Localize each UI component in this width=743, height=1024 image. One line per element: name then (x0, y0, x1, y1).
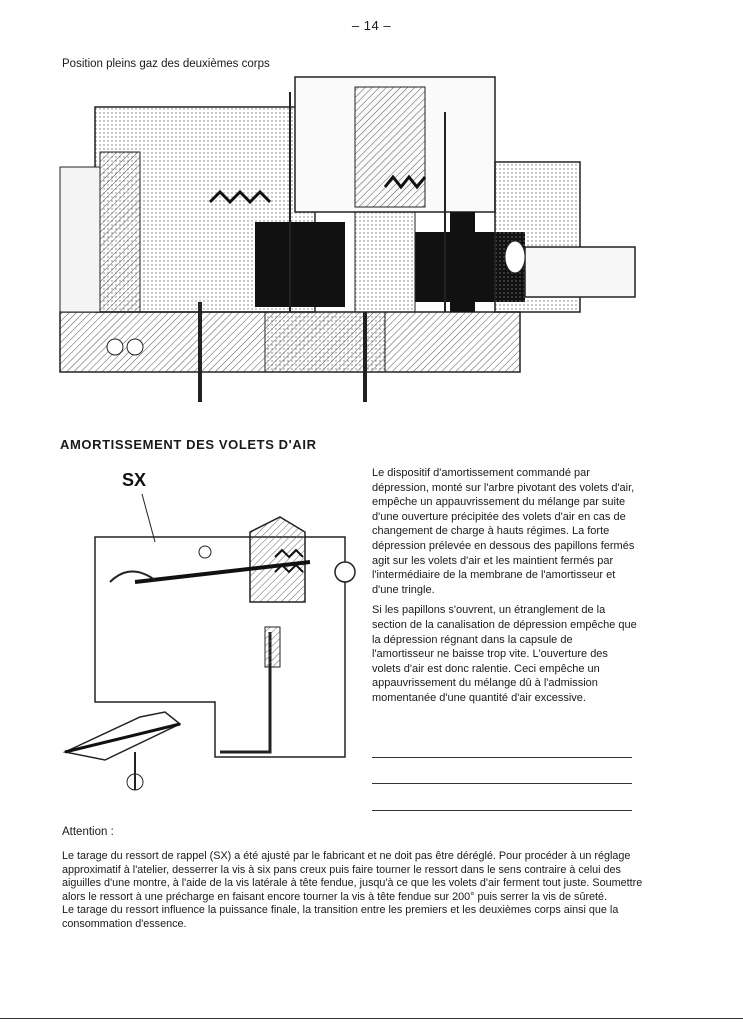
damper-assembly-illustration: SX (62, 470, 356, 791)
figure-caption: Position pleins gaz des deuxièmes corps (62, 58, 270, 70)
section-title: AMORTISSEMENT DES VOLETS D'AIR (60, 437, 317, 452)
attention-paragraph-1: Le tarage du ressort de rappel (SX) a ét… (62, 850, 643, 903)
note-line-2 (372, 783, 632, 784)
attention-paragraph-2: Le tarage du ressort influence la puissa… (62, 904, 619, 930)
note-line-1 (372, 757, 632, 758)
attention-label: Attention : (62, 826, 114, 838)
note-line-3 (372, 810, 632, 811)
attention-text: Le tarage du ressort de rappel (SX) a ét… (62, 850, 662, 932)
body-paragraph-1: Le dispositif d'amortissement commandé p… (372, 467, 635, 596)
carburetor-cross-section-illustration (59, 76, 636, 402)
body-paragraph-2: Si les papillons s'ouvrent, un étranglem… (372, 604, 637, 704)
page-number: – 14 – (351, 18, 392, 33)
body-text: Le dispositif d'amortissement commandé p… (372, 466, 637, 712)
footer-rule (0, 1018, 743, 1019)
sx-label: SX (122, 470, 146, 490)
